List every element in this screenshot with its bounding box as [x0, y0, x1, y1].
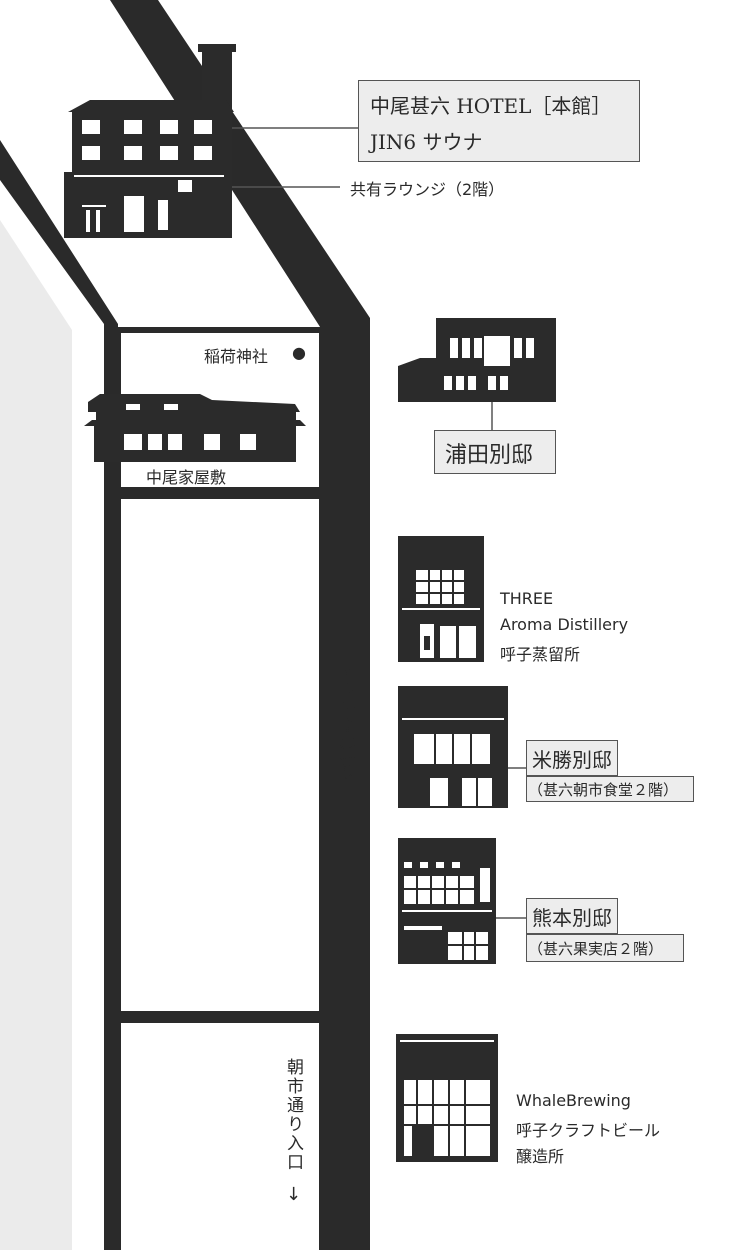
three-building — [398, 536, 484, 662]
three-line-2: Aroma Distillery — [500, 615, 629, 634]
urata-label-box[interactable] — [434, 430, 556, 474]
nakao-house-building — [84, 394, 306, 462]
entrance-label: 朝市通り入口 — [283, 1058, 303, 1172]
kumamoto-label: 熊本別邸 — [532, 906, 612, 930]
whale-building — [396, 1034, 498, 1162]
whale-line-3: 醸造所 — [516, 1147, 565, 1166]
hotel-building — [64, 44, 236, 238]
kumamoto-sub-box — [526, 934, 684, 962]
three-line-1: THREE — [500, 589, 554, 608]
yonekatsu-sub: （甚六朝市食堂２階） — [528, 781, 679, 799]
urata-building — [398, 318, 556, 402]
main-road — [105, 0, 370, 1250]
hotel-title-2: JIN6 サウナ — [370, 130, 483, 154]
block-bottom — [115, 1017, 325, 1250]
urata-label: 浦田別邸 — [445, 443, 534, 468]
lounge-label: 共有ラウンジ（2階） — [350, 180, 505, 199]
main-street-label: 呼子朝市通り — [335, 668, 355, 782]
kumamoto-label-box[interactable] — [526, 898, 618, 934]
three-line-3: 呼子蒸留所 — [500, 645, 581, 664]
left-grey-block — [0, 220, 72, 1250]
shrine-marker-icon: ● — [292, 343, 306, 362]
nakao-house-label: 中尾家屋敷 — [146, 468, 227, 487]
left-road — [0, 140, 118, 1250]
shrine-label: 稲荷神社 — [204, 347, 269, 366]
yonekatsu-sub-box — [526, 776, 694, 802]
kumamoto-sub: （甚六果実店２階） — [528, 940, 664, 958]
yonekatsu-label: 米勝別邸 — [532, 748, 612, 772]
entrance-arrow-icon: ↓ — [286, 1184, 302, 1205]
hotel-label-box[interactable] — [358, 80, 640, 162]
yonekatsu-label-box[interactable] — [526, 740, 618, 776]
whale-line-2: 呼子クラフトビール — [516, 1121, 661, 1140]
whale-line-1: WhaleBrewing — [516, 1091, 631, 1110]
hotel-title-1: 中尾甚六 HOTEL［本館］ — [370, 94, 612, 118]
block-middle — [115, 493, 325, 1017]
yonekatsu-building — [398, 686, 508, 808]
kumamoto-building — [398, 838, 496, 964]
